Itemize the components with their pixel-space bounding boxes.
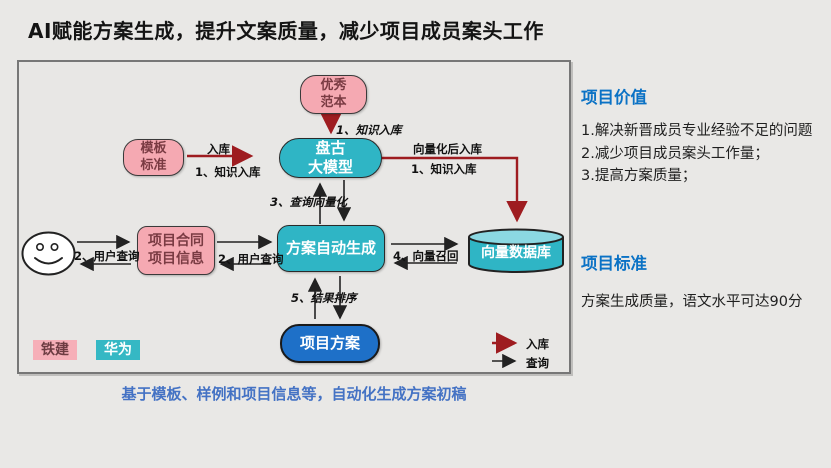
node-auto-generation: 方案自动生成 xyxy=(277,225,385,272)
user-smiley-icon xyxy=(21,231,76,276)
project-standard-text: 方案生成质量，语文水平可达90分 xyxy=(581,294,803,310)
badge-huawei: 华为 xyxy=(96,340,140,360)
project-value-heading: 项目价值 xyxy=(581,88,647,107)
node-label: 优秀 xyxy=(320,78,347,94)
project-value-section: 项目价值 1.解决新晋成员专业经验不足的问题 2.减少项目成员案头工作量； 3.… xyxy=(581,84,827,188)
node-label: 方案自动生成 xyxy=(285,239,376,258)
node-label: 项目方案 xyxy=(299,334,360,353)
edge-label-vectorized-in-store: 向量化后入库 xyxy=(413,142,482,156)
node-label: 范本 xyxy=(320,94,347,110)
node-label: 盘古 xyxy=(315,139,346,158)
edge-label-user-query-left: 2、用户查询 xyxy=(74,249,140,263)
legend-in-label: 入库 xyxy=(526,337,549,351)
node-excellent-sample: 优秀 范本 xyxy=(300,75,367,114)
value-item-1: 1.解决新晋成员专业经验不足的问题 xyxy=(581,123,813,139)
badge-tiejian: 铁建 xyxy=(33,340,77,360)
edge-label-query-vectorization: 3、查询向量化 xyxy=(270,195,348,209)
node-label: 项目信息 xyxy=(148,250,204,267)
edge-label-knowledge-in-top: 1、知识入库 xyxy=(336,123,402,137)
node-label: 标准 xyxy=(140,157,167,173)
project-standard-section: 项目标准 方案生成质量，语文水平可达90分 xyxy=(581,250,827,311)
edge-label-knowledge-in-left: 1、知识入库 xyxy=(195,165,261,179)
workflow-diagram: 优秀 范本 模板 标准 盘古 大模型 项目合同 项目信息 方案自动生成 项目方案… xyxy=(17,60,571,374)
node-project-proposal: 项目方案 xyxy=(280,324,380,363)
edge-label-user-query-mid: 2、用户查询 xyxy=(218,252,284,266)
edge-label-result-ranking: 5、结果排序 xyxy=(291,291,357,305)
node-template-standard: 模板 标准 xyxy=(123,139,184,176)
value-item-3: 3.提高方案质量； xyxy=(581,168,697,184)
project-standard-heading: 项目标准 xyxy=(581,254,647,273)
arrow-layer xyxy=(77,112,528,369)
node-vector-database: 向量数据库 xyxy=(481,245,551,261)
node-pangu-model: 盘古 大模型 xyxy=(279,138,382,178)
edge-label-vector-recall: 4、向量召回 xyxy=(393,249,459,263)
node-project-contract-info: 项目合同 项目信息 xyxy=(137,226,215,275)
legend-query-label: 查询 xyxy=(526,356,549,370)
node-label: 项目合同 xyxy=(148,233,204,249)
value-item-2: 2.减少项目成员案头工作量； xyxy=(581,145,769,162)
edge-label-knowledge-in-right: 1、知识入库 xyxy=(411,162,477,176)
edge-label-in-store: 入库 xyxy=(207,142,230,156)
node-label: 大模型 xyxy=(307,158,353,176)
node-label: 模板 xyxy=(140,141,167,157)
arrow-pangu-to-vectordb xyxy=(382,156,528,223)
diagram-caption: 基于模板、样例和项目信息等，自动化生成方案初稿 xyxy=(121,385,467,403)
page-title: AI赋能方案生成，提升文案质量，减少项目成员案头工作 xyxy=(28,19,544,43)
database-cylinder-icon xyxy=(467,228,565,275)
